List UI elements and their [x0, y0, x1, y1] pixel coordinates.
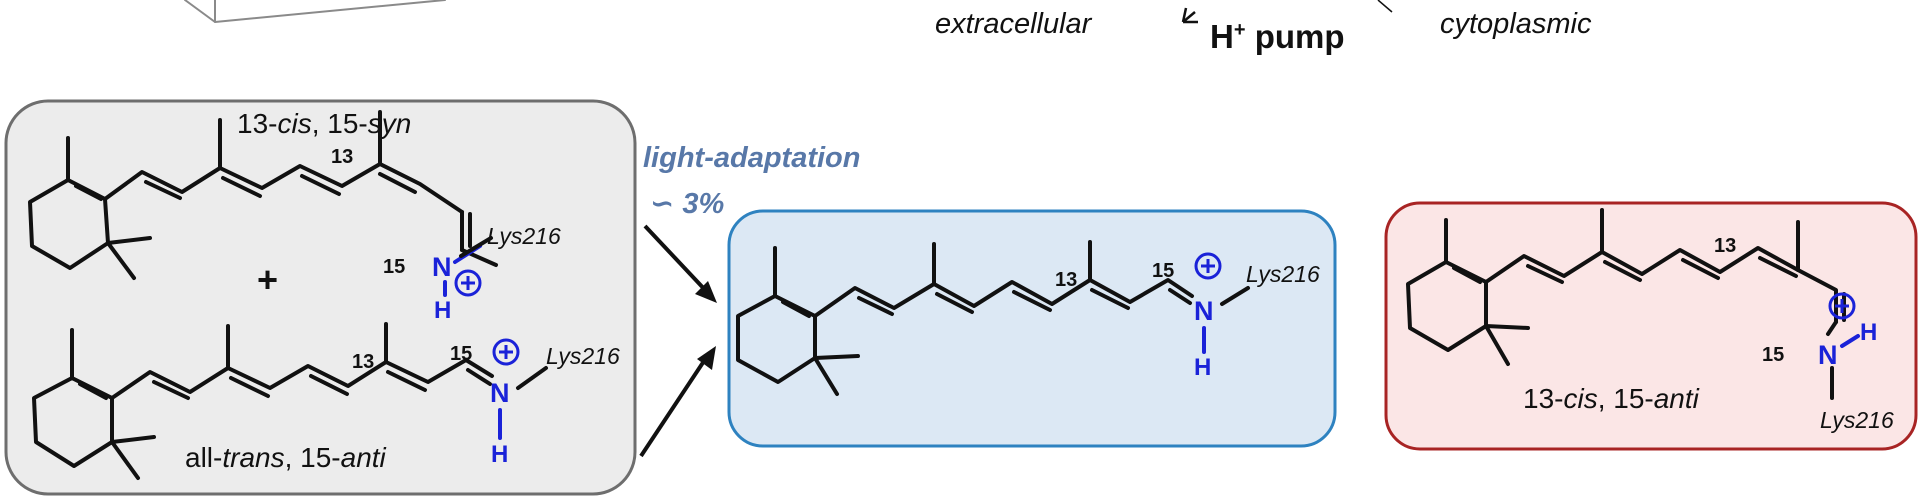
num-15-right: 15 — [1762, 344, 1784, 366]
nitrogen-center: N — [1194, 296, 1214, 326]
lys216-mid: Lys216 — [546, 343, 620, 369]
num-15-top: 15 — [383, 256, 405, 278]
retinal-alltrans-15anti: 13 15 N H Lys216 all-trans, 15-anti — [32, 322, 620, 480]
h-pump-label: H+ pump — [1210, 18, 1345, 55]
dark-adapted-box — [4, 99, 637, 496]
label-13cis-prefix: 13- — [237, 108, 277, 139]
extracellular-label: extracellular — [935, 8, 1093, 40]
label-13cis-syn: syn — [368, 108, 412, 139]
label-13cis-mid: , 15- — [312, 108, 368, 139]
num-13-right: 13 — [1714, 235, 1736, 257]
light-adaptation-percent: ∽ 3% — [650, 188, 724, 220]
cytoplasmic-label: cytoplasmic — [1440, 8, 1592, 40]
hydrogen-right: H — [1860, 319, 1877, 346]
label-alltrans-prefix: all- — [185, 442, 222, 473]
h-pump-sup: + — [1234, 19, 1246, 41]
light-adapted-box — [727, 209, 1337, 448]
light-adaptation-arrows — [639, 224, 717, 458]
hydrogen-mid: H — [491, 441, 508, 468]
lys216-right: Lys216 — [1820, 407, 1894, 433]
num-15-mid: 15 — [450, 343, 472, 365]
label-13cis-15anti: 13-cis, 15-anti — [1523, 383, 1700, 414]
h-pump-h: H — [1210, 18, 1234, 55]
label-right-prefix: 13- — [1523, 383, 1563, 414]
lys216-center: Lys216 — [1246, 261, 1320, 287]
hydrogen-center: H — [1194, 354, 1211, 381]
label-13cis-cis: cis — [277, 108, 311, 139]
nitrogen-top: N — [432, 252, 452, 282]
h-pump-suffix: pump — [1246, 18, 1345, 55]
label-alltrans-trans: trans — [222, 442, 284, 473]
label-13cis-15syn: 13-cis, 15-syn — [237, 108, 411, 139]
num-13-center: 13 — [1055, 269, 1077, 291]
label-alltrans-anti: anti — [341, 442, 387, 473]
label-right-anti: anti — [1654, 383, 1700, 414]
retinal-center-alltrans: 13 15 N H Lys216 — [736, 240, 1320, 396]
light-adaptation-label: light-adaptation — [643, 142, 860, 174]
label-alltrans-mid: , 15- — [285, 442, 341, 473]
lys216-top: Lys216 — [487, 223, 561, 249]
hydrogen-top: H — [434, 297, 451, 324]
nitrogen-mid: N — [490, 378, 510, 408]
plus-sign: + — [257, 259, 278, 300]
label-right-mid: , 15- — [1598, 383, 1654, 414]
label-alltrans-15anti: all-trans, 15-anti — [185, 442, 387, 473]
retinal-right-13cis: 13 15 N H Lys216 13-cis, 15-anti — [1406, 208, 1894, 433]
num-15-center: 15 — [1152, 260, 1174, 282]
photoproduct-box — [1384, 201, 1918, 451]
label-right-cis: cis — [1563, 383, 1597, 414]
top-partial-figure — [184, 0, 1393, 24]
num-13-mid: 13 — [352, 351, 374, 373]
retinal-13cis-15syn: 13-cis, 15-syn 13 15 N H Lys216 — [28, 108, 561, 324]
num-13-top: 13 — [331, 146, 353, 168]
nitrogen-right: N — [1818, 340, 1838, 370]
